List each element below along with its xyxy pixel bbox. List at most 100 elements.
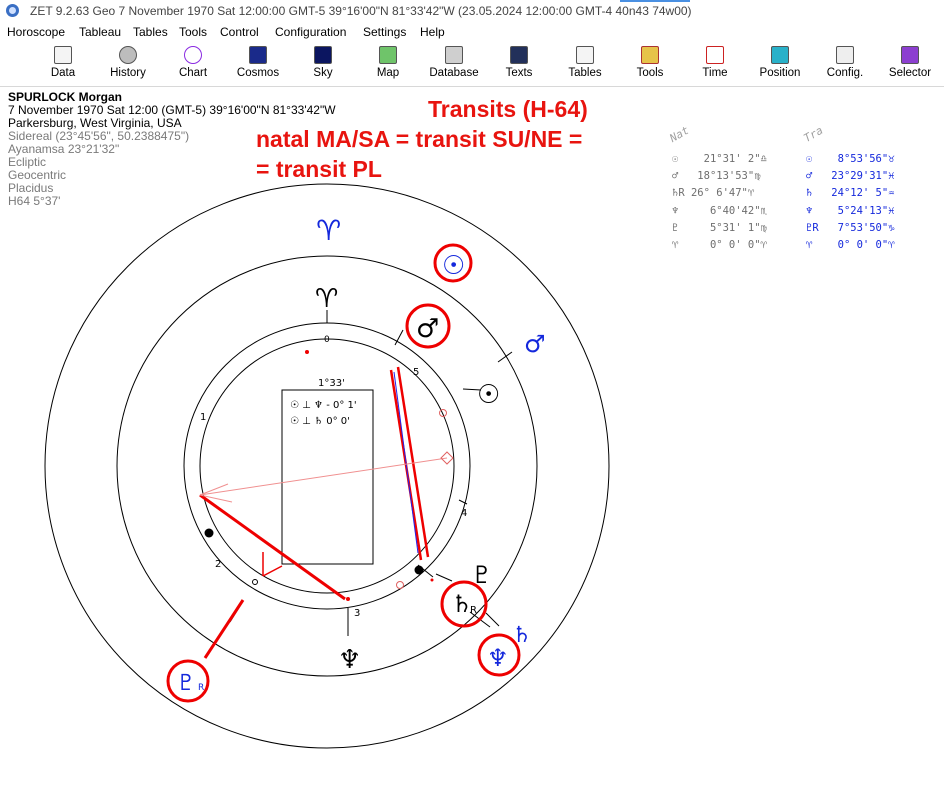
menu-configuration[interactable]: Configuration — [275, 25, 347, 39]
aries-natal-glyph: ♈ — [315, 284, 338, 314]
chart-label: Chart — [178, 67, 208, 79]
aries-transit-glyph: ♈ — [316, 214, 341, 247]
cosmos-button[interactable]: Cosmos — [228, 46, 288, 84]
tick — [394, 329, 404, 346]
natal-row: ♂ 18°13'53"♍ — [672, 170, 761, 182]
transit-row: ♄ 24°12' 5"♒ — [806, 187, 895, 199]
position-label: Position — [759, 67, 801, 79]
texts-label: Texts — [505, 67, 533, 79]
texts-icon — [510, 46, 528, 64]
outer-ring — [44, 183, 610, 749]
saturn-transit-glyph: ♄ — [512, 623, 532, 648]
transit-row: ☉ 8°53'56"♉ — [806, 153, 895, 165]
harmonic: H64 5°37' — [8, 194, 61, 208]
selector-button[interactable]: Selector — [880, 46, 940, 84]
sky-icon — [314, 46, 332, 64]
database-button[interactable]: Database — [424, 46, 484, 84]
tick — [497, 351, 513, 363]
data-button[interactable]: Data — [33, 46, 93, 84]
menu-control[interactable]: Control — [220, 25, 259, 39]
pluto-natal-glyph: ♇ — [471, 561, 493, 589]
ayanamsa: Ayanamsa 23°21'32" — [8, 142, 120, 156]
config-icon — [836, 46, 854, 64]
menu-tools[interactable]: Tools — [179, 25, 208, 39]
sky-button[interactable]: Sky — [293, 46, 353, 84]
neptune-transit-glyph: ♆ — [487, 644, 509, 672]
tables-button[interactable]: Tables — [555, 46, 615, 84]
transit-ring — [116, 255, 538, 677]
person-name: SPURLOCK Morgan — [8, 90, 122, 104]
tick — [458, 499, 468, 505]
sky-label: Sky — [313, 67, 333, 79]
menu-horoscope[interactable]: Horoscope — [7, 25, 66, 39]
menu-tableau[interactable]: Tableau — [79, 25, 122, 39]
house-system: Placidus — [8, 181, 54, 195]
time-button[interactable]: Time — [685, 46, 745, 84]
sun-natal-glyph: ☉ — [477, 380, 500, 410]
aspect-box — [281, 389, 374, 565]
natal-row: ☉ 21°31' 2"♎ — [672, 153, 767, 165]
highlight-circle — [166, 659, 210, 703]
tables-label: Tables — [568, 67, 602, 79]
aspect-line — [199, 493, 346, 601]
title-accent — [620, 0, 690, 2]
house-3: 3 — [354, 608, 360, 619]
mars-transit-glyph: ♂ — [524, 330, 546, 358]
pluto-retrograde: R — [198, 683, 204, 693]
diamond-marker — [440, 451, 454, 465]
menu-settings[interactable]: Settings — [363, 25, 407, 39]
aspect-line — [203, 599, 245, 659]
tick — [462, 388, 482, 391]
transit-row: ♂ 23°29'31"♓ — [806, 170, 895, 182]
tick — [485, 612, 500, 627]
annotation-line-1: Transits (H-64) — [428, 96, 588, 122]
highlight-circle — [405, 303, 451, 349]
neptune-natal-glyph: ♆ — [338, 645, 361, 675]
transit-dot — [346, 597, 350, 601]
chart-icon — [184, 46, 202, 64]
menu-bar: Horoscope Tableau Tables Tools Control C… — [0, 24, 944, 42]
annotation: Transits (H-64) natal MA/SA = transit SU… — [256, 94, 588, 184]
data-label: Data — [50, 67, 76, 79]
map-button[interactable]: Map — [358, 46, 418, 84]
config-button[interactable]: Config. — [815, 46, 875, 84]
selector-icon — [901, 46, 919, 64]
zodiac-type: Sidereal (23°45'56", 50.2388475") — [8, 129, 190, 143]
chart-button[interactable]: Chart — [163, 46, 223, 84]
aspect-line — [199, 457, 448, 496]
position-button[interactable]: Position — [750, 46, 810, 84]
center: Geocentric — [8, 168, 67, 182]
aspect-sun-neptune: ☉ ⊥ ♆ - 0° 1' — [290, 400, 357, 411]
position-icon — [771, 46, 789, 64]
annotation-line-2: natal MA/SA = transit SU/NE = — [256, 126, 583, 152]
cosmos-label: Cosmos — [236, 67, 280, 79]
tools-button[interactable]: Tools — [620, 46, 680, 84]
natal-row: ♆ 6°40'42"♏ — [672, 205, 767, 217]
time-icon — [706, 46, 724, 64]
config-label: Config. — [826, 67, 864, 79]
menu-help[interactable]: Help — [420, 25, 445, 39]
house-2: 2 — [215, 559, 221, 570]
birth-place: Parkersburg, West Virginia, USA — [8, 116, 182, 130]
history-button[interactable]: History — [98, 46, 158, 84]
transit-dot — [305, 350, 309, 354]
highlight-circle — [433, 243, 473, 283]
natal-marker — [396, 581, 404, 589]
toolbar: Data History Chart Cosmos Sky Map Databa… — [0, 44, 944, 84]
natal-inner-ring — [199, 338, 455, 594]
highlight-circle — [477, 633, 521, 677]
tools-label: Tools — [636, 67, 664, 79]
tick — [435, 573, 453, 582]
cosmos-icon — [249, 46, 267, 64]
house-4: 4 — [461, 508, 467, 519]
chart-info: SPURLOCK Morgan 7 November 1970 Sat 12:0… — [8, 91, 336, 208]
pluto-transit-glyph: ♇ — [176, 671, 196, 696]
birth-data: 7 November 1970 Sat 12:00 (GMT-5) 39°16'… — [8, 103, 336, 117]
texts-button[interactable]: Texts — [489, 46, 549, 84]
history-icon — [119, 46, 137, 64]
natal-row: ♄R 26° 6'47"♈ — [672, 187, 755, 199]
menu-tables[interactable]: Tables — [133, 25, 168, 39]
mars-natal-glyph: ♂ — [416, 314, 439, 344]
selector-label: Selector — [888, 67, 932, 79]
arrow-head — [262, 565, 283, 577]
